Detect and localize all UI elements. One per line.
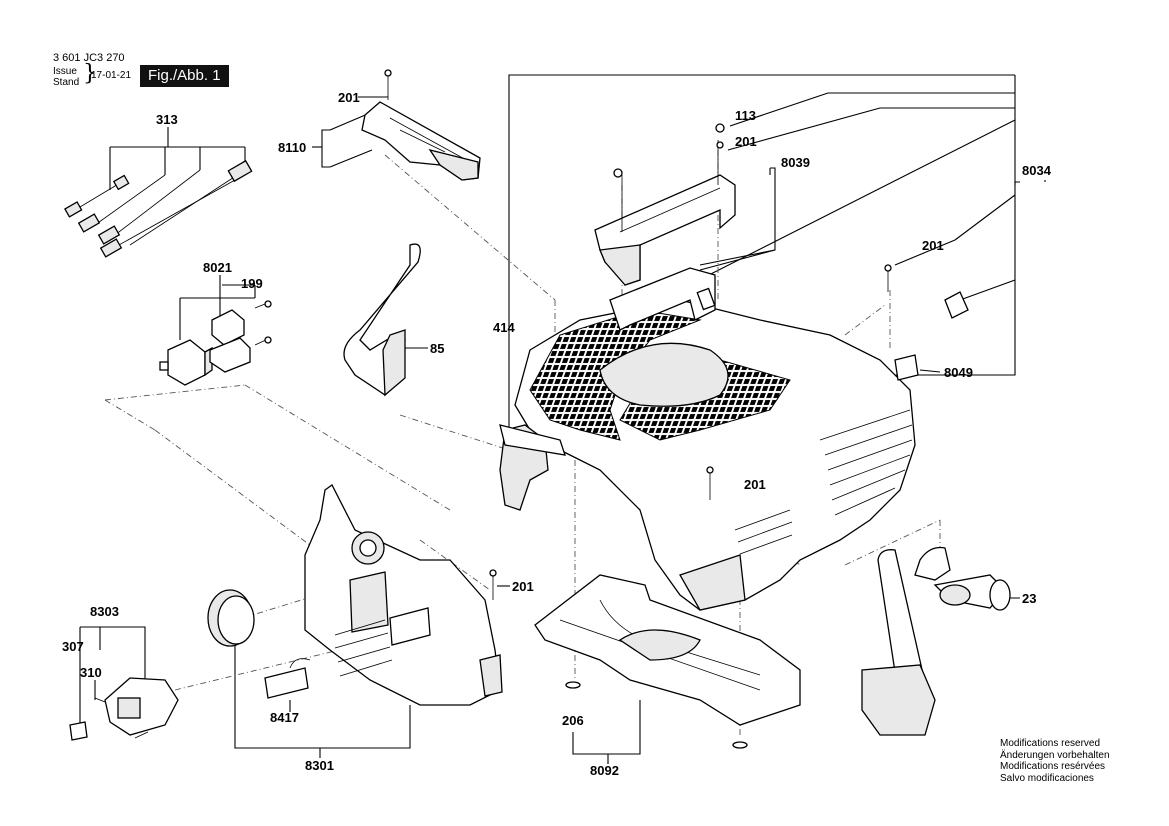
label-8417: [264, 658, 311, 699]
switch-8021: [159, 300, 272, 386]
label-201-panel: 201: [512, 579, 534, 594]
label-206: 206: [562, 713, 584, 728]
label-201-handle: 201: [338, 90, 360, 105]
modifications-note: Modifications reserved Änderungen vorbeh…: [1000, 738, 1110, 784]
rotary-knob: [207, 589, 255, 647]
figure-badge: Fig./Abb. 1: [140, 65, 229, 87]
label-8303: 8303: [90, 604, 119, 619]
note-line-en: Modifications reserved: [1000, 738, 1101, 749]
issue-stand-label: Issue Stand: [53, 66, 79, 88]
label-8110: 8110: [278, 140, 306, 155]
label-307: 307: [62, 639, 84, 654]
label-199: 199: [241, 276, 263, 291]
issue-date: 17-01-21: [91, 70, 132, 81]
note-line-es: Salvo modificaciones: [1000, 772, 1094, 784]
hose-holder-23: [861, 546, 1011, 736]
socket-8303: [69, 677, 179, 741]
hose-hook-85: [343, 243, 421, 397]
label-8039: 8039: [781, 155, 810, 170]
document-code: 3 601 JC3 270: [53, 52, 125, 64]
label-8092: 8092: [590, 763, 619, 778]
label-8417: 8417: [270, 710, 299, 725]
wire-harness-313: [64, 159, 253, 258]
carrying-grip-8039: [594, 123, 736, 286]
issue-label: Issue: [53, 66, 77, 77]
main-housing-414: [499, 264, 969, 611]
brace-glyph: }: [83, 61, 97, 86]
label-310: 310: [80, 665, 102, 680]
label-23: 23: [1022, 591, 1036, 606]
note-line-de: Änderungen vorbehalten: [1000, 749, 1110, 761]
label-201-side: 201: [922, 238, 944, 253]
base-plate-8092: [534, 574, 801, 749]
label-201-front: 201: [744, 477, 766, 492]
handle-8110: [361, 69, 481, 181]
side-panel-8301: [304, 484, 503, 706]
label-414: 414: [493, 320, 515, 335]
label-8021: 8021: [203, 260, 232, 275]
label-313: 313: [156, 112, 178, 127]
part-labels: 313 8021 199 201 8110 85 414 113 201 803…: [62, 90, 1052, 778]
label-85: 85: [430, 341, 444, 356]
label-113: 113: [735, 108, 756, 123]
label-8034: 8034: [1022, 163, 1052, 178]
label-8049: 8049: [944, 365, 973, 380]
label-201-grip: 201: [735, 134, 757, 149]
stand-label: Stand: [53, 77, 80, 88]
label-8301: 8301: [305, 758, 334, 773]
note-line-fr: Modifications resérvées: [1000, 761, 1106, 772]
